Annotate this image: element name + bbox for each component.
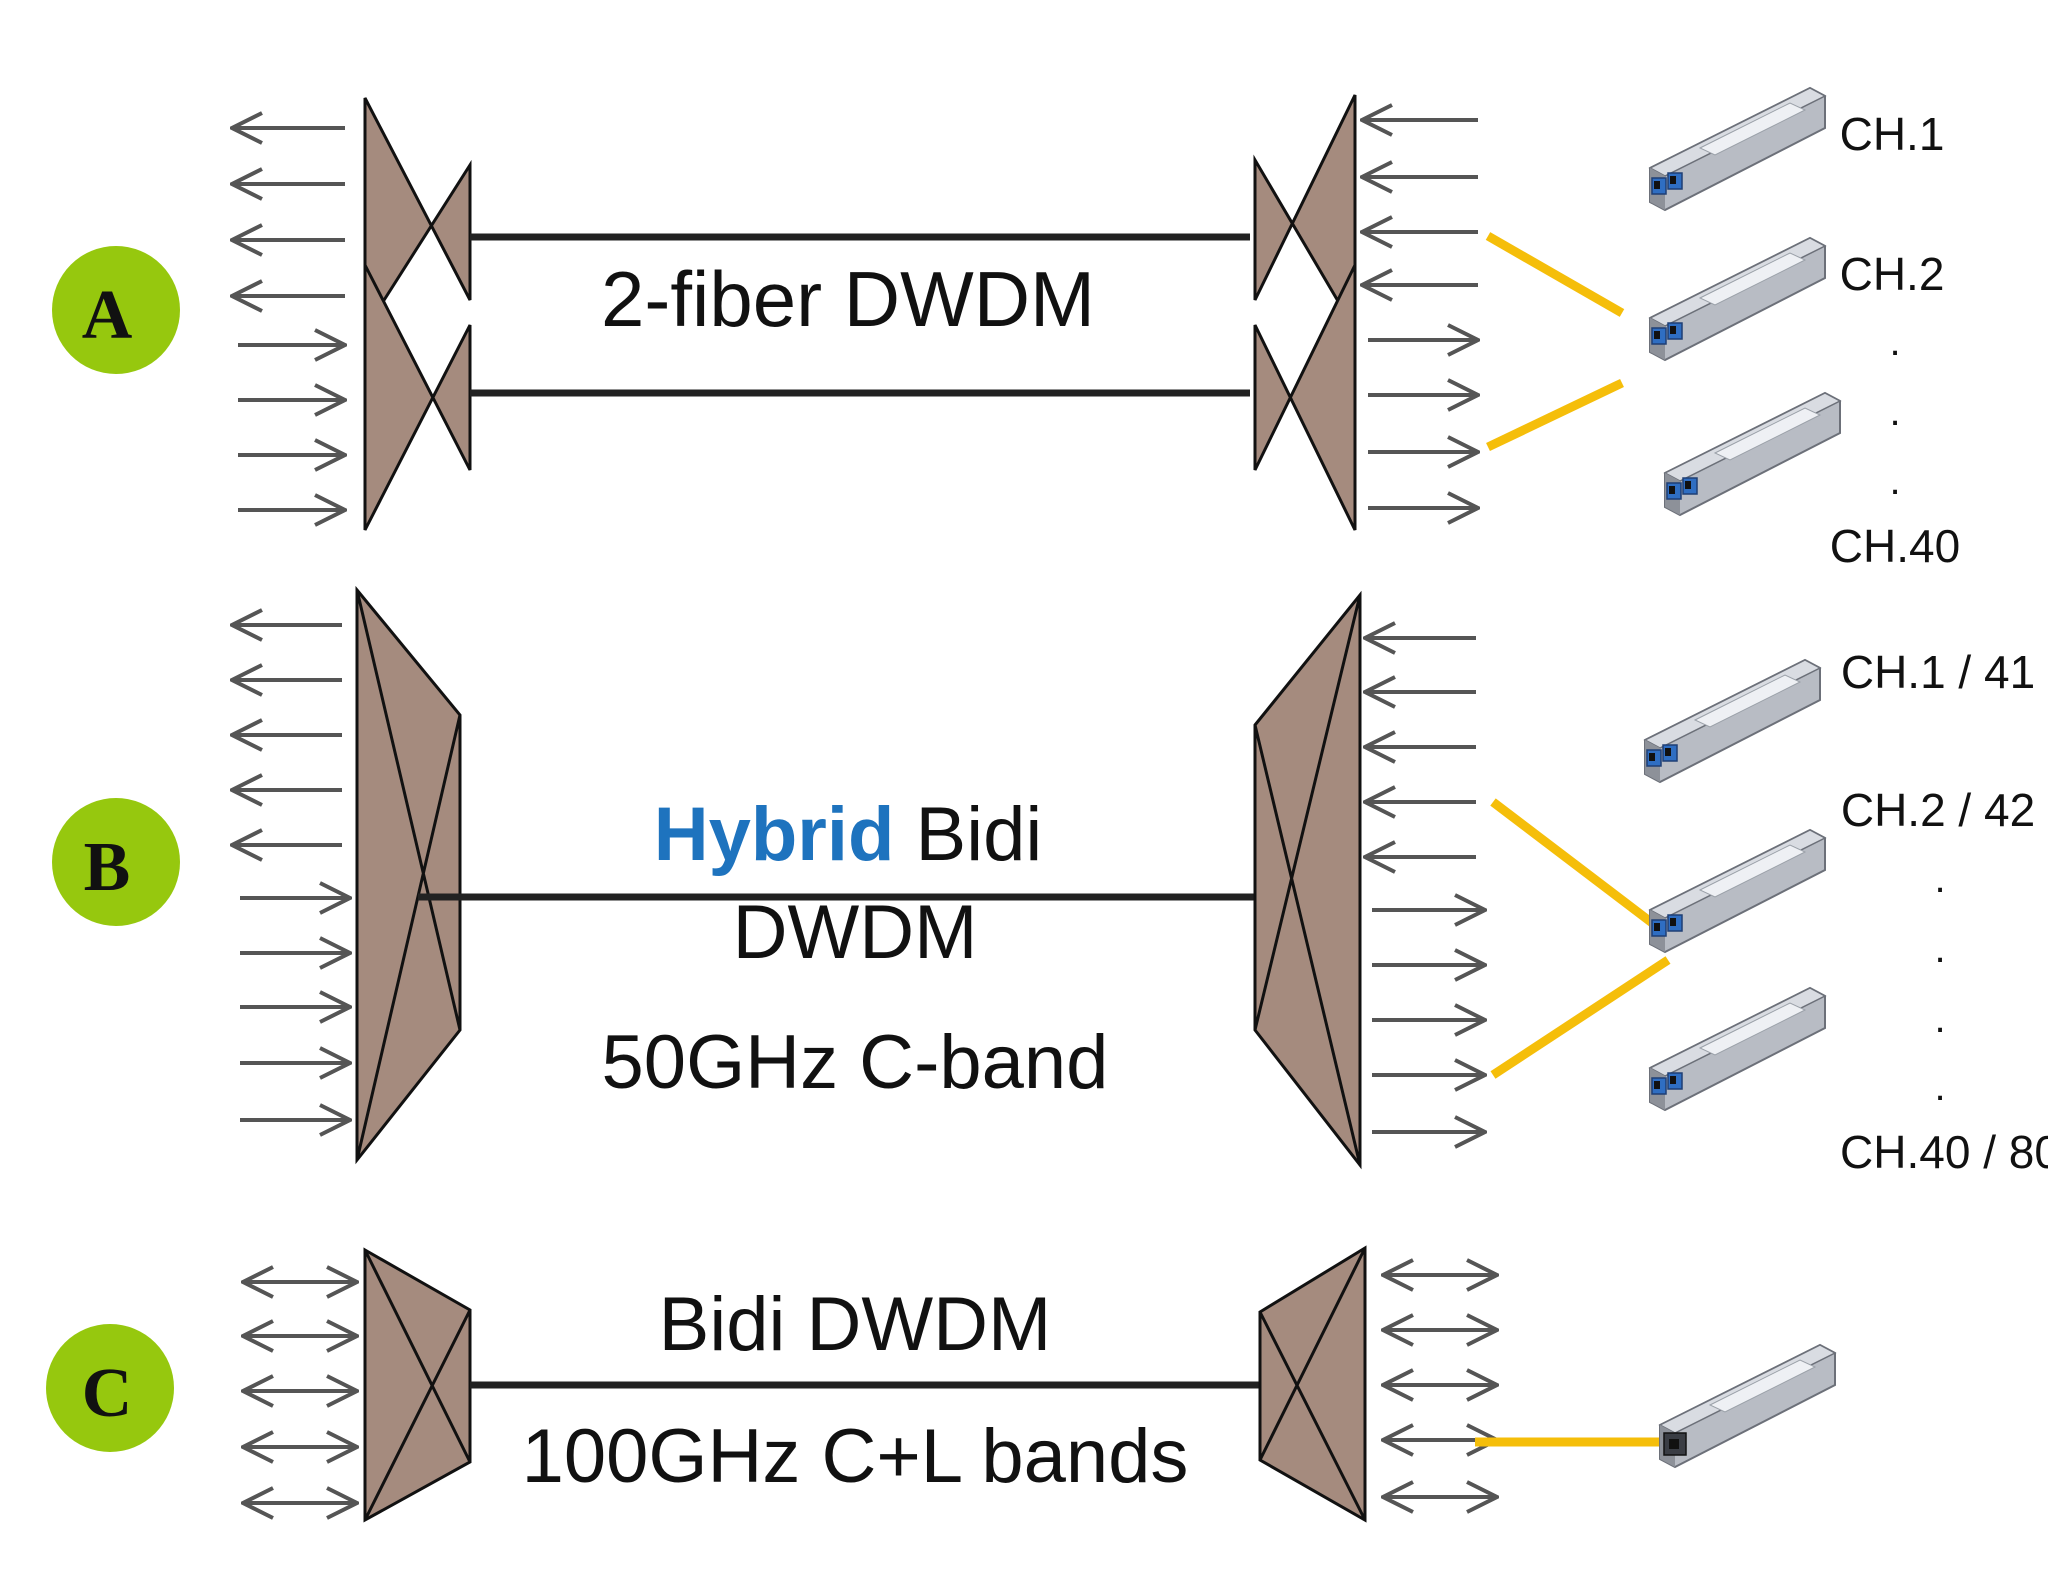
section-c-badge [46,1324,174,1452]
section-b: B Hybrid Bidi DWDM 50GHz C-band [52,585,2048,1178]
section-c-label: Bidi DWDM [659,1282,1052,1367]
channel-label-ch2: CH.2 [1840,248,1945,300]
section-a-right-arrows [1362,120,1478,508]
section-a-label: 2-fiber DWDM [601,255,1095,343]
sfp-transceiver-icon [1649,987,1826,1111]
section-c-left-arrows [243,1282,357,1503]
channel-label-ch2-42: CH.2 / 42 [1841,784,2035,836]
section-b-badge-letter: B [84,829,131,906]
sfp-transceiver-icon [1644,659,1821,783]
sfp-transceiver-icon [1649,829,1826,953]
section-c-band-label: 100GHz C+L bands [522,1414,1189,1499]
channel-ellipsis-dot: . [1889,459,1900,503]
section-b-left-mux-inner [355,589,462,1161]
section-c-badge-letter: C [82,1355,133,1432]
sfp-transceiver-icon [1664,392,1841,516]
bidi-label: Bidi [916,792,1043,877]
section-a-left-arrows [232,128,345,510]
channel-ellipsis-dot: . [1889,320,1900,364]
channel-label-ch40-80: CH.40 / 80 [1840,1126,2048,1178]
section-b-label-line2: DWDM [733,890,978,975]
hybrid-label: Hybrid [654,792,895,877]
channel-ellipsis-dot: . [1934,1065,1945,1109]
sfp-transceiver-icon [1649,87,1826,211]
section-b-badge [52,798,180,926]
section-c: C Bidi DWDM 100GHz C+L bands [46,1245,1836,1523]
section-a-badge [52,246,180,374]
section-a: A 2-fiber DWDM [52,87,1960,572]
sfp-transceiver-icon [1649,237,1826,361]
section-b-right-arrows [1365,638,1485,1132]
section-c-left-mux-inner [363,1249,472,1521]
channel-ellipsis-dot: . [1934,997,1945,1041]
section-b-patch-cords [1490,798,1671,1079]
channel-ellipsis-dot: . [1889,390,1900,434]
section-b-left-arrows [232,625,350,1120]
section-c-right-arrows [1383,1275,1497,1497]
section-a-badge-letter: A [82,277,133,354]
bidi-sfp-transceiver-icon [1659,1344,1836,1468]
section-a-patch-cords [1485,232,1625,452]
section-b-right-mux-inner [1253,594,1362,1166]
section-c-right-mux-inner [1258,1247,1367,1521]
channel-label-ch40: CH.40 [1830,520,1960,572]
section-a-right-mux [1253,94,1357,531]
section-a-fibers [470,233,1250,397]
channel-ellipsis-dot: . [1934,857,1945,901]
section-b-band-label: 50GHz C-band [602,1020,1109,1105]
channel-ellipsis-dot: . [1934,927,1945,971]
section-b-label-line1: Hybrid Bidi [654,792,1043,877]
section-a-left-mux [363,97,472,531]
channel-label-ch1-41: CH.1 / 41 [1841,646,2035,698]
channel-label-ch1: CH.1 [1840,108,1945,160]
